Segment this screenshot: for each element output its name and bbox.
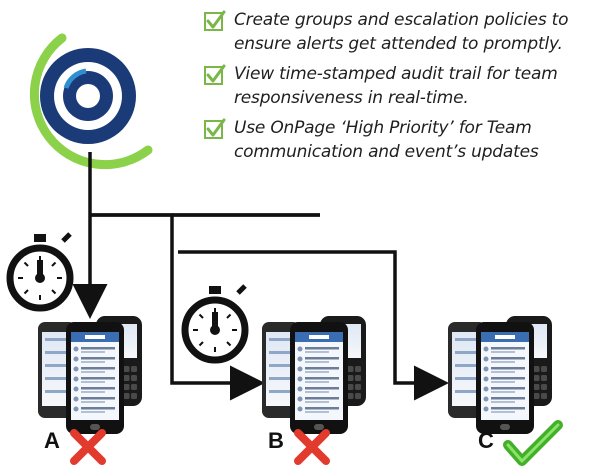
device-label-b: B <box>268 428 284 453</box>
feature-text: Use OnPage ‘High Priority’ for Team comm… <box>234 118 539 162</box>
checkbox-check-icon <box>204 64 226 85</box>
device-label-a: A <box>44 428 60 453</box>
feature-item: Use OnPage ‘High Priority’ for Team comm… <box>204 116 596 164</box>
smartphone-icon <box>476 322 534 434</box>
line-to-device-c-2 <box>178 250 449 401</box>
onpage-logo-icon <box>29 33 153 170</box>
feature-list: Create groups and escalation policies to… <box>204 8 596 170</box>
device-label-c: C <box>478 428 494 453</box>
red-x-icon <box>294 429 330 465</box>
phone-cluster <box>38 316 142 434</box>
smartphone-icon <box>66 322 124 434</box>
green-check-icon <box>503 420 563 466</box>
feature-item: Create groups and escalation policies to… <box>204 8 596 56</box>
phone-cluster <box>262 316 366 434</box>
stopwatch-icon <box>181 284 249 364</box>
devices-layer <box>38 316 552 434</box>
red-x-icon <box>70 429 106 465</box>
stopwatch-icon <box>6 232 74 312</box>
phone-cluster <box>448 316 552 434</box>
feature-item: View time-stamped audit trail for team r… <box>204 62 596 110</box>
checkbox-check-icon <box>204 118 226 139</box>
smartphone-icon <box>290 322 348 434</box>
feature-text: View time-stamped audit trail for team r… <box>234 64 558 108</box>
escalation-lines <box>72 152 449 401</box>
feature-text: Create groups and escalation policies to… <box>234 10 569 54</box>
checkbox-check-icon <box>204 10 226 31</box>
